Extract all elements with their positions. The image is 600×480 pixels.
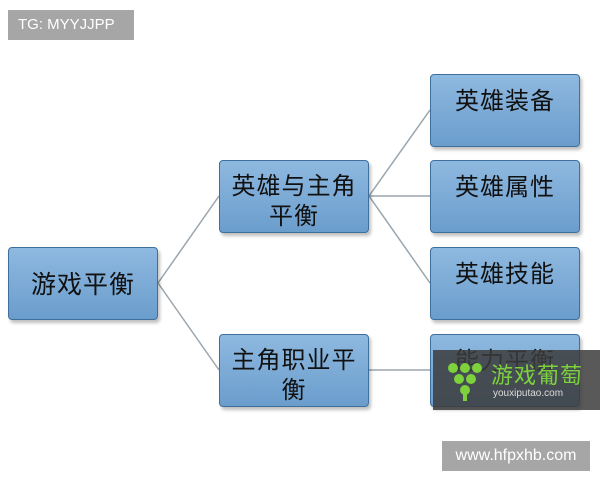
- connector-root-to-job: [157, 282, 220, 371]
- node-hero-attributes-label: 英雄属性: [455, 173, 555, 201]
- node-hero-equipment-label: 英雄装备: [455, 87, 555, 115]
- node-hero-attributes: 英雄属性: [430, 160, 580, 233]
- overlay-tag: TG: MYYJJPP: [8, 10, 134, 40]
- logo-watermark: 游戏葡萄 youxiputao.com: [433, 350, 600, 410]
- connector-root-to-hero: [157, 195, 220, 284]
- node-hero-equipment: 英雄装备: [430, 74, 580, 147]
- logo-url: youxiputao.com: [493, 388, 564, 399]
- site-watermark: www.hfpxhb.com: [442, 441, 590, 471]
- node-root-label: 游戏平衡: [30, 270, 135, 299]
- grapes-icon: [448, 363, 482, 401]
- node-protagonist-class-balance: 主角职业平衡: [219, 334, 369, 407]
- node-hero-protagonist-balance-label: 英雄与主角平衡: [231, 172, 357, 230]
- node-protagonist-class-balance-label: 主角职业平衡: [231, 346, 357, 404]
- connector-hero-to-equip: [368, 109, 431, 197]
- node-root: 游戏平衡: [8, 247, 158, 320]
- node-hero-skills: 英雄技能: [430, 247, 580, 320]
- node-hero-protagonist-balance: 英雄与主角平衡: [219, 160, 369, 233]
- connector-hero-to-skill: [368, 195, 431, 284]
- logo-name: 游戏葡萄: [491, 364, 584, 389]
- node-hero-skills-label: 英雄技能: [455, 260, 555, 288]
